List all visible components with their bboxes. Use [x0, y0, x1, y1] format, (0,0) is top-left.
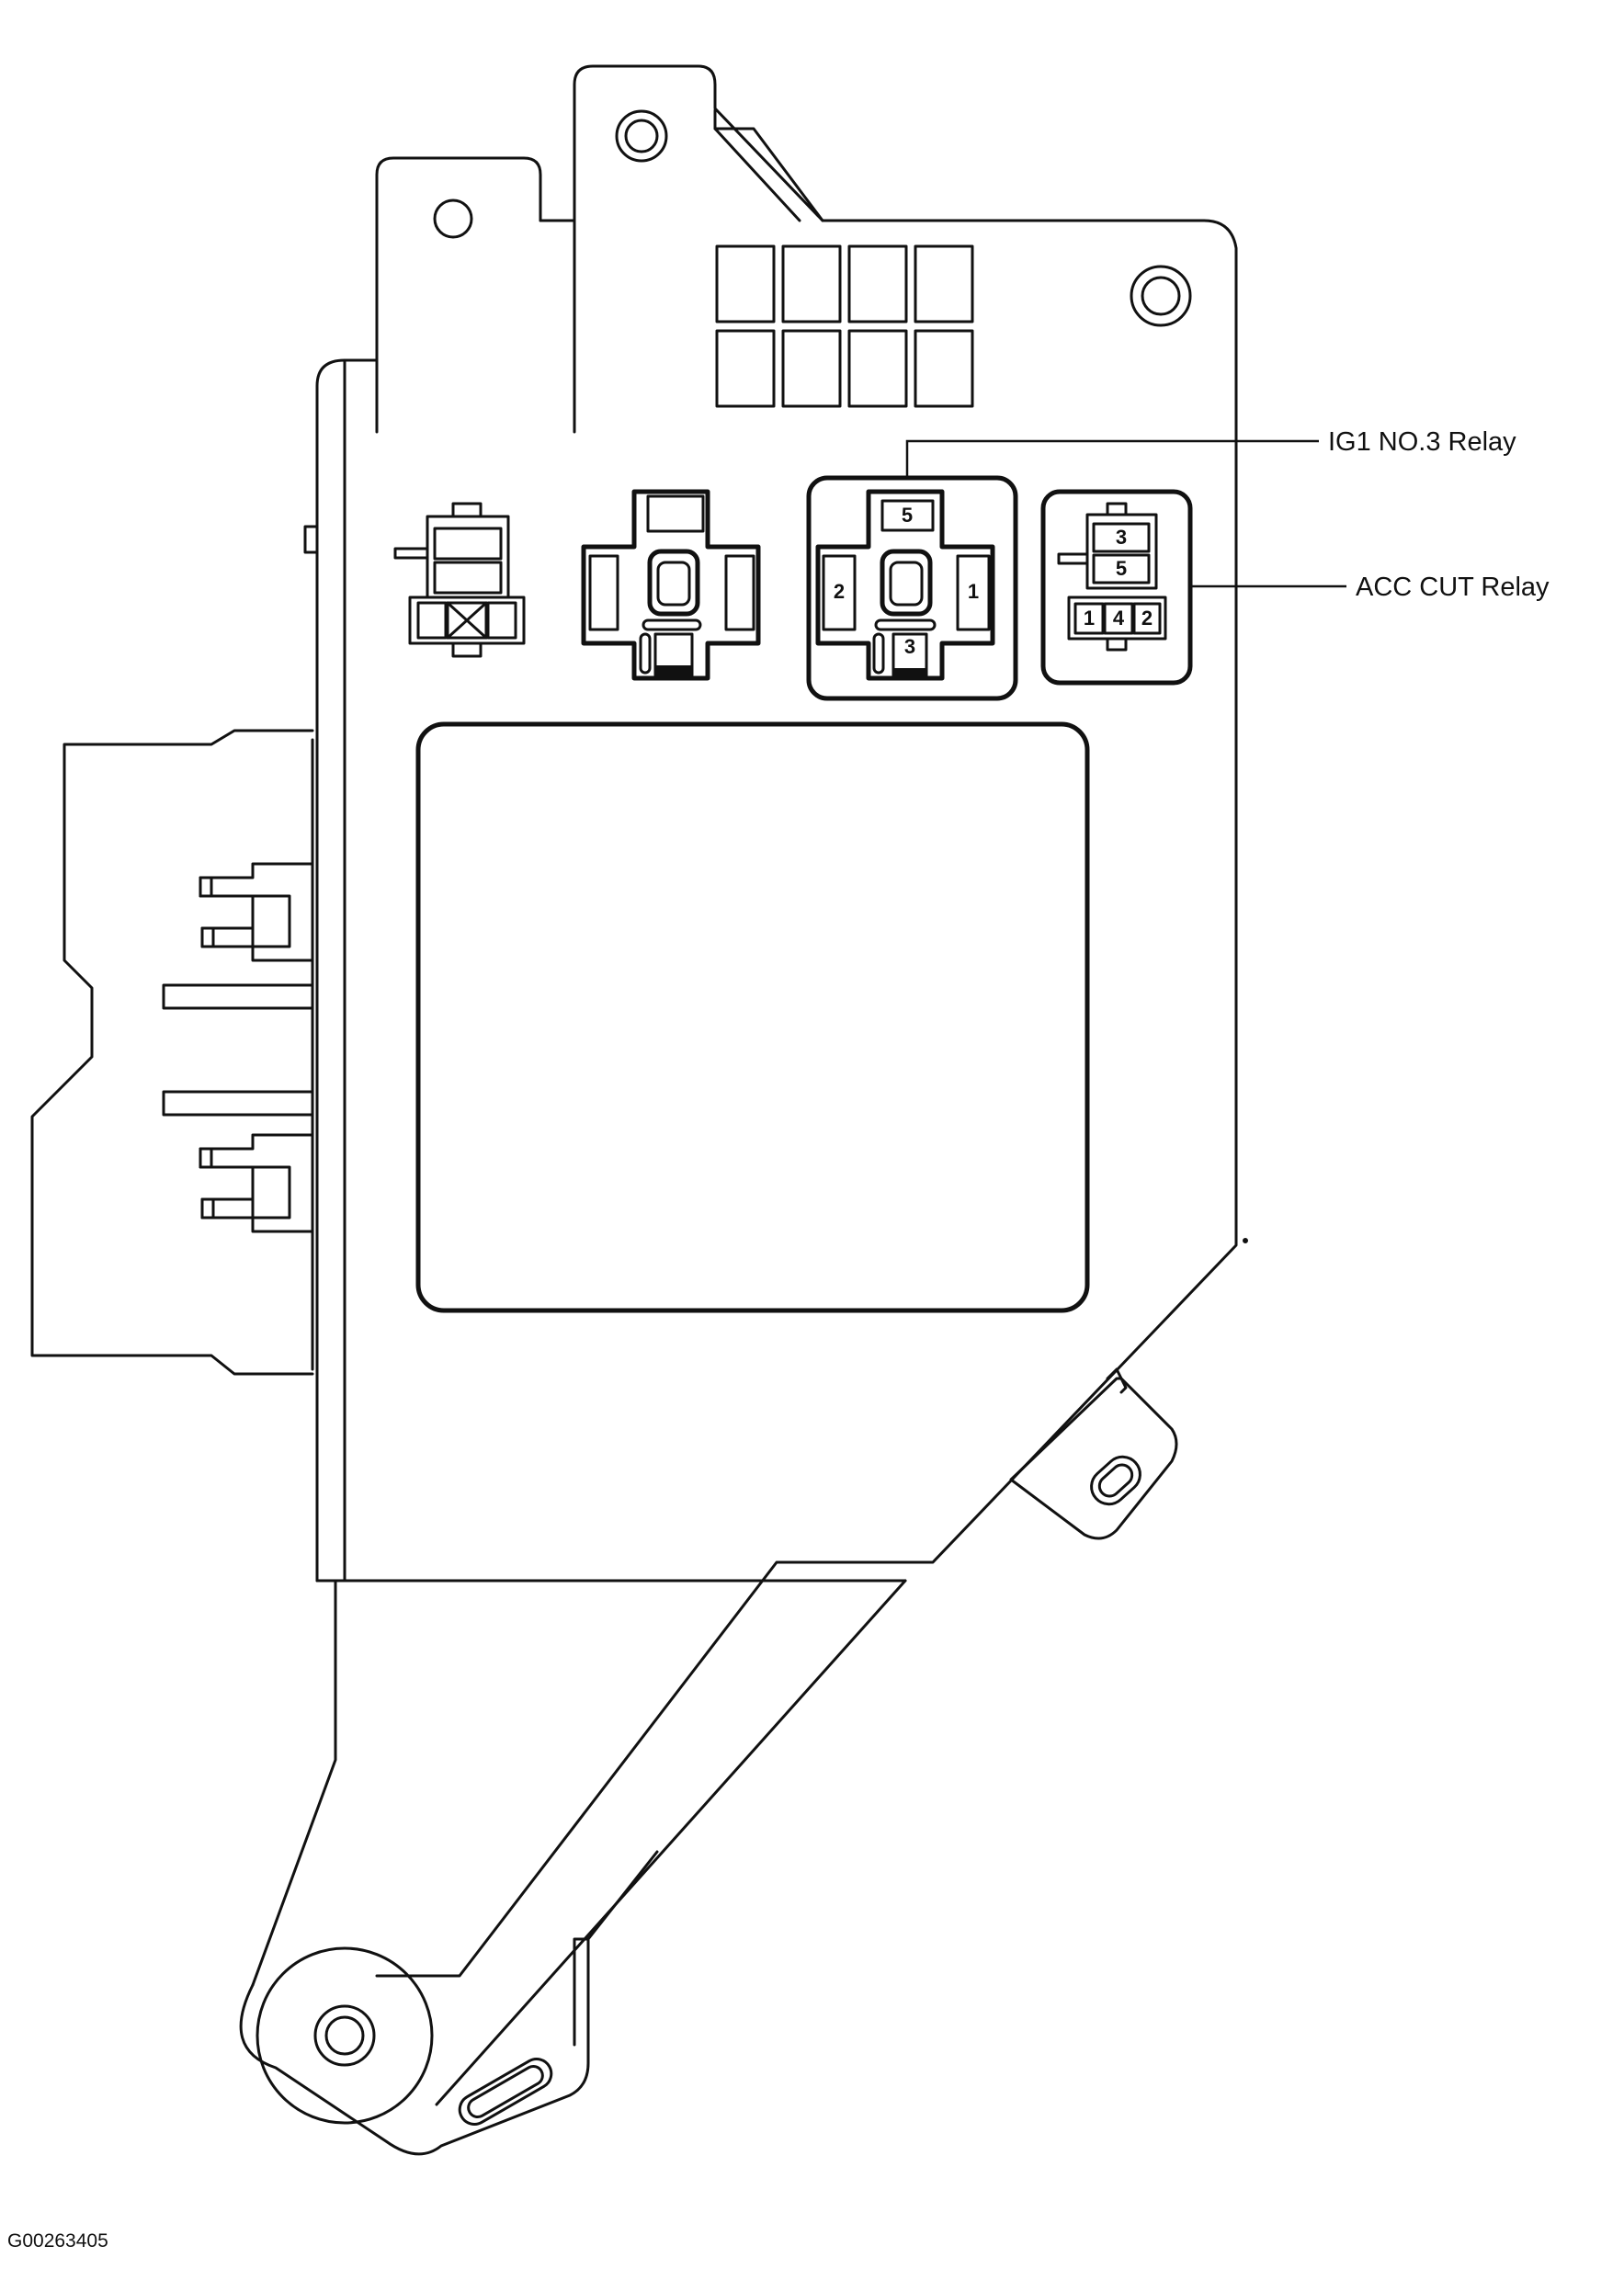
callout-ig1-no3-relay: IG1 NO.3 Relay	[905, 427, 1516, 478]
callout-acc-cut-relay: ACC CUT Relay	[1190, 573, 1550, 602]
bottom-mounting-boss	[256, 1946, 553, 2126]
ig1-no3-relay-label: IG1 NO.3 Relay	[1328, 427, 1516, 457]
acc-cut-relay-label: ACC CUT Relay	[1356, 573, 1550, 602]
ig1-no3-relay-socket: 5 2 1 3	[806, 475, 1018, 701]
recessed-panel	[415, 721, 1090, 1313]
relay-block-housing	[239, 64, 1238, 2156]
mounting-hole-top	[615, 109, 668, 163]
acc-pin-4-label: 4	[1113, 607, 1125, 630]
mounting-hole-top-right	[1130, 265, 1192, 327]
figure-code: G00263405	[7, 2230, 108, 2252]
side-tab	[303, 525, 319, 554]
ig1-pin-2-label: 2	[834, 580, 845, 603]
dot-mark	[1243, 1238, 1248, 1243]
relay-socket-cross	[581, 489, 761, 681]
acc-pin-1-label: 1	[1084, 607, 1095, 630]
acc-cut-relay-socket: 3 5 1 4 2	[1040, 489, 1193, 686]
ig1-pin-3-label: 3	[904, 635, 915, 658]
acc-pin-5-label: 5	[1116, 557, 1127, 580]
slotted-bracket-right	[1009, 1367, 1178, 1540]
side-connector	[30, 729, 314, 1376]
mounting-hole-top-left	[433, 199, 473, 239]
acc-pin-2-label: 2	[1141, 607, 1153, 630]
ig1-pin-1-label: 1	[968, 580, 979, 603]
vent-grid	[715, 244, 974, 408]
relay-socket-small	[393, 502, 526, 658]
ig1-pin-5-label: 5	[902, 504, 913, 527]
acc-pin-3-label: 3	[1116, 526, 1127, 549]
